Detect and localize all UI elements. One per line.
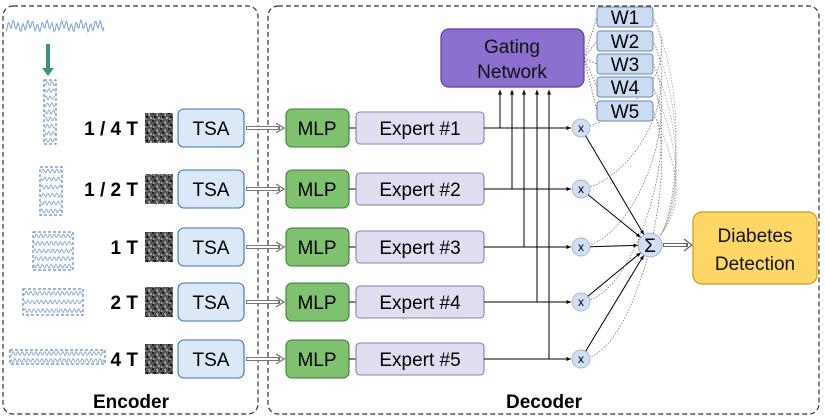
tsa-label: TSA	[193, 238, 230, 259]
feature-map-noise	[145, 232, 173, 262]
multiply-node	[571, 292, 591, 312]
tsa-box	[177, 227, 245, 267]
scaled-signal-thumbnail	[39, 166, 63, 216]
weight-to-sum-dotted	[652, 110, 677, 237]
expert-label: Expert #3	[379, 238, 460, 259]
expert-label: Expert #5	[379, 350, 460, 371]
multiply-symbol: x	[578, 240, 584, 254]
scaled-signal-thumbnail	[22, 288, 84, 316]
multiply-node	[571, 349, 591, 369]
weight-label: W4	[611, 78, 640, 99]
scale-label: 2 T	[111, 293, 139, 314]
downsample-arrow-head	[42, 68, 54, 76]
multiply-symbol: x	[578, 182, 584, 196]
mlp-label: MLP	[297, 293, 336, 314]
scale-row: 1 / 2 T TSA MLP Expert #2 x	[84, 169, 641, 238]
downsample-arrow-shaft	[46, 44, 50, 68]
weight-to-multiply-dotted	[589, 86, 663, 301]
weight-label: W3	[611, 55, 640, 76]
output-label-line2: Detection	[715, 254, 795, 275]
gating-to-weight-dotted	[583, 40, 598, 59]
scale-label: 4 T	[111, 350, 139, 371]
gating-to-weight-dotted	[583, 57, 598, 112]
gating-to-weight-dotted	[583, 57, 598, 88]
tsa-box	[177, 339, 245, 379]
mlp-label: MLP	[297, 180, 336, 201]
mlp-label: MLP	[297, 238, 336, 259]
sum-to-output-arrow-head	[683, 238, 694, 252]
weight-label: W2	[611, 32, 640, 53]
scale-label: 1 T	[111, 238, 139, 259]
mlp-label: MLP	[297, 350, 336, 371]
multiply-to-sum-line	[587, 194, 641, 238]
output-label-line1: Diabetes	[718, 226, 793, 247]
multiply-node	[571, 237, 591, 257]
sum-node	[637, 232, 663, 258]
scale-row: 1 / 4 T TSA MLP Expert #1 x	[84, 108, 645, 235]
tsa-label: TSA	[193, 293, 230, 314]
multiply-symbol: x	[578, 295, 584, 309]
weight-box: W4	[583, 57, 677, 301]
tsa-label: TSA	[193, 180, 230, 201]
multiply-to-sum-line	[585, 255, 645, 352]
feature-map-noise	[145, 344, 173, 374]
multiply-to-sum-line	[589, 243, 639, 248]
multiply-to-sum-line	[585, 135, 645, 235]
feature-map-noise	[145, 113, 173, 143]
raw-signal	[5, 18, 105, 34]
expert-label: Expert #2	[379, 180, 460, 201]
tsa-box	[177, 108, 245, 148]
weight-label: W5	[611, 102, 640, 123]
weight-box: W3	[583, 53, 677, 246]
encoder-panel	[2, 5, 259, 415]
gating-to-weight-dotted	[583, 16, 598, 59]
tsa-to-mlp-arrow-head	[275, 183, 286, 195]
scale-label: 1 / 2 T	[84, 180, 138, 201]
weight-to-multiply-dotted	[589, 63, 662, 246]
multiply-symbol: x	[578, 352, 584, 366]
weight-to-multiply-dotted	[589, 40, 662, 188]
decoder-panel	[267, 5, 820, 415]
scale-row: 4 T TSA MLP Expert #5 x	[111, 255, 645, 379]
tsa-label: TSA	[193, 350, 230, 371]
weight-label: W1	[611, 8, 640, 29]
weight-box: W5	[583, 57, 677, 358]
scale-label: 1 / 4 T	[84, 119, 138, 140]
scaled-signal-thumbnail	[43, 79, 57, 145]
multiply-to-sum-line	[587, 252, 642, 297]
multiply-symbol: x	[578, 121, 584, 135]
multiply-node	[571, 179, 591, 199]
tsa-to-mlp-arrow-head	[275, 122, 286, 134]
gating-label-line1: Gating	[484, 37, 540, 58]
weight-box: W2	[583, 30, 677, 237]
tsa-box	[177, 169, 245, 209]
scale-row: 2 T TSA MLP Expert #4 x	[111, 252, 642, 322]
tsa-box	[177, 282, 245, 322]
encoder-label: Encoder	[93, 392, 170, 413]
tsa-label: TSA	[193, 119, 230, 140]
weight-to-sum-dotted	[652, 16, 677, 237]
scaled-signal-thumbnail	[9, 349, 106, 365]
tsa-to-mlp-arrow-head	[275, 241, 286, 253]
sum-symbol: Σ	[644, 236, 656, 257]
expert-label: Expert #1	[379, 119, 460, 140]
feature-map-noise	[145, 174, 173, 204]
feature-map-noise	[145, 287, 173, 317]
gating-label-line2: Network	[477, 62, 547, 83]
tsa-to-mlp-arrow-head	[275, 353, 286, 365]
expert-label: Expert #4	[379, 293, 461, 314]
scale-row: 1 T TSA MLP Expert #3 x	[111, 227, 639, 267]
mlp-label: MLP	[297, 119, 336, 140]
multiply-node	[571, 118, 591, 138]
diabetes-detection-box	[692, 211, 818, 285]
tsa-to-mlp-arrow-head	[275, 296, 286, 308]
scaled-signal-thumbnail	[32, 231, 74, 271]
gating-to-weight-dotted	[583, 57, 598, 65]
decoder-label: Decoder	[506, 392, 583, 413]
